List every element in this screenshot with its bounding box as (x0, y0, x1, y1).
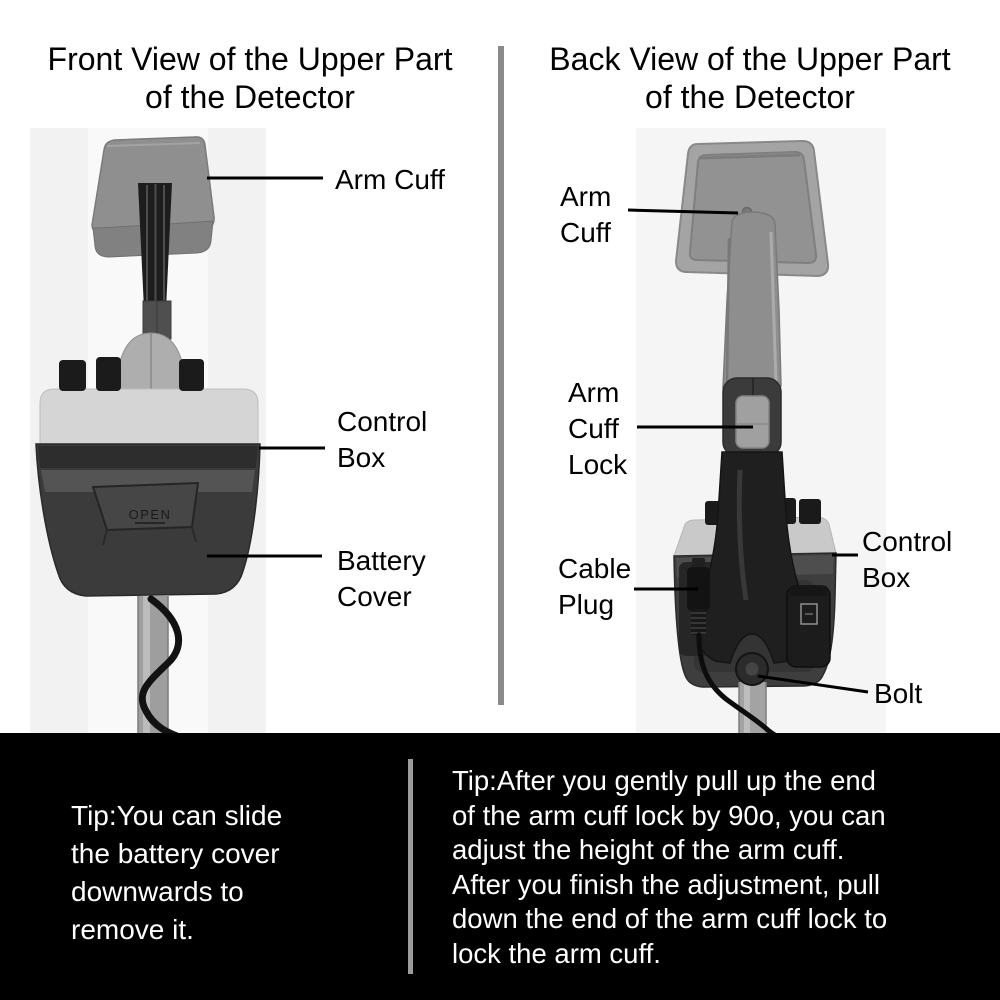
label-bolt: Bolt (874, 678, 923, 709)
arm-cuff-lock-tip-line4: After you finish the adjustment, pull (452, 868, 881, 900)
label-arm-cuff-front: Arm Cuff (335, 164, 445, 195)
label-arm-cuff-back: Arm Cuff (560, 181, 612, 248)
leader-bolt (757, 674, 869, 694)
handle-tube-front (116, 332, 186, 391)
battery-cover-tip-line2: the battery cover (71, 838, 280, 869)
knob-icon (179, 359, 204, 391)
back-view-title-line2: of the Detector (645, 79, 855, 115)
arm-cuff-lock-tip-line3: adjust the height of the arm cuff. (452, 834, 845, 865)
control-box-front (35, 357, 261, 597)
leader-lines (207, 176, 869, 694)
arm-cuff-lock-tip-line5: down the end of the arm cuff lock to (452, 903, 888, 934)
battery-cover-tip: Tip:You can slide the battery cover down… (71, 797, 282, 949)
arm-cuff-lock-part (722, 377, 782, 457)
knob-icon (59, 360, 86, 391)
back-view-title-line1: Back View of the Upper Part (549, 41, 951, 77)
handle-tube-back (722, 211, 782, 389)
label-control-box-back: Control Box (862, 526, 953, 593)
leader-arm-cuff-back (627, 208, 739, 215)
label-cable-plug: Cable Plug (558, 553, 632, 620)
battery-cover-tip-line4: remove it. (71, 914, 194, 945)
knob-icon (96, 357, 121, 391)
battery-cover-tip-line1: Tip:You can slide (71, 800, 283, 831)
battery-cover-tip-line3: downwards to (71, 876, 244, 907)
front-view-title: Front View of the Upper Part of the Dete… (0, 40, 500, 116)
label-control-box-front: Control Box (337, 406, 428, 473)
front-view-title-line1: Front View of the Upper Part (47, 41, 453, 77)
bolt-part (735, 652, 769, 686)
tip-divider (408, 759, 413, 974)
arm-cuff-stem (138, 183, 172, 340)
label-battery-cover: Battery Cover (337, 545, 426, 612)
arm-cuff-lock-tip-line1: Tip:After you gently pull up the end (452, 765, 876, 796)
tip-band (0, 733, 1000, 1000)
mount-bracket (786, 585, 831, 668)
front-view-photo: OPEN (30, 128, 266, 740)
view-divider (498, 46, 504, 705)
front-view-title-line2: of the Detector (145, 79, 355, 115)
arm-cuff-back (674, 139, 830, 278)
back-view-photo (636, 128, 886, 741)
arm-cuff-lock-tip-line6: lock the arm cuff. (452, 937, 661, 969)
open-label: OPEN (129, 507, 172, 522)
arm-cuff-lock-tip-line2: of the arm cuff lock by 90o, you can (452, 799, 886, 831)
knob-icon (799, 499, 821, 524)
arm-cuff-lock-tip: Tip:After you gently pull up the end of … (452, 764, 887, 971)
battery-cover-front: OPEN (91, 481, 200, 546)
label-arm-cuff-lock: Arm Cuff Lock (568, 377, 628, 480)
back-view-title: Back View of the Upper Part of the Detec… (500, 40, 1000, 116)
cable-front (138, 595, 183, 740)
